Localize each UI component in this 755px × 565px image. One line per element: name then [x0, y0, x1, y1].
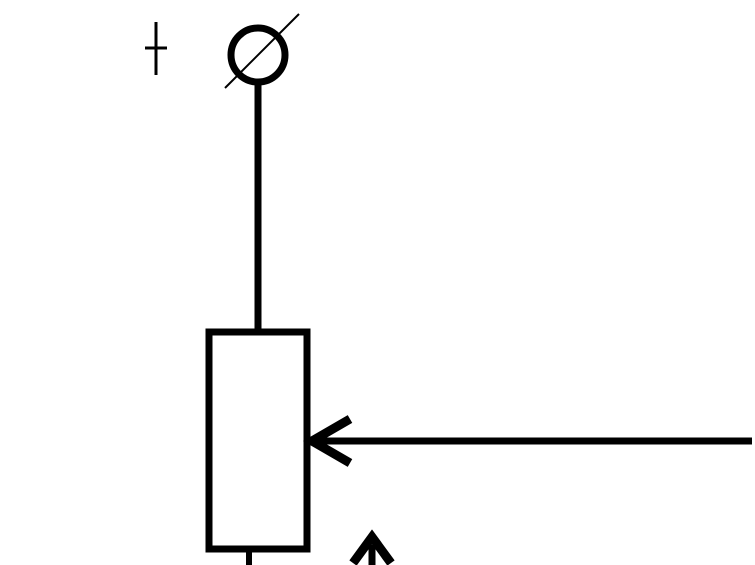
terminal-circle-icon	[224, 13, 300, 89]
up-arrow-icon	[349, 529, 395, 565]
resistor-body-icon	[205, 328, 311, 565]
wiper-arrow-icon	[303, 415, 752, 467]
plus-sign-icon	[145, 22, 167, 75]
